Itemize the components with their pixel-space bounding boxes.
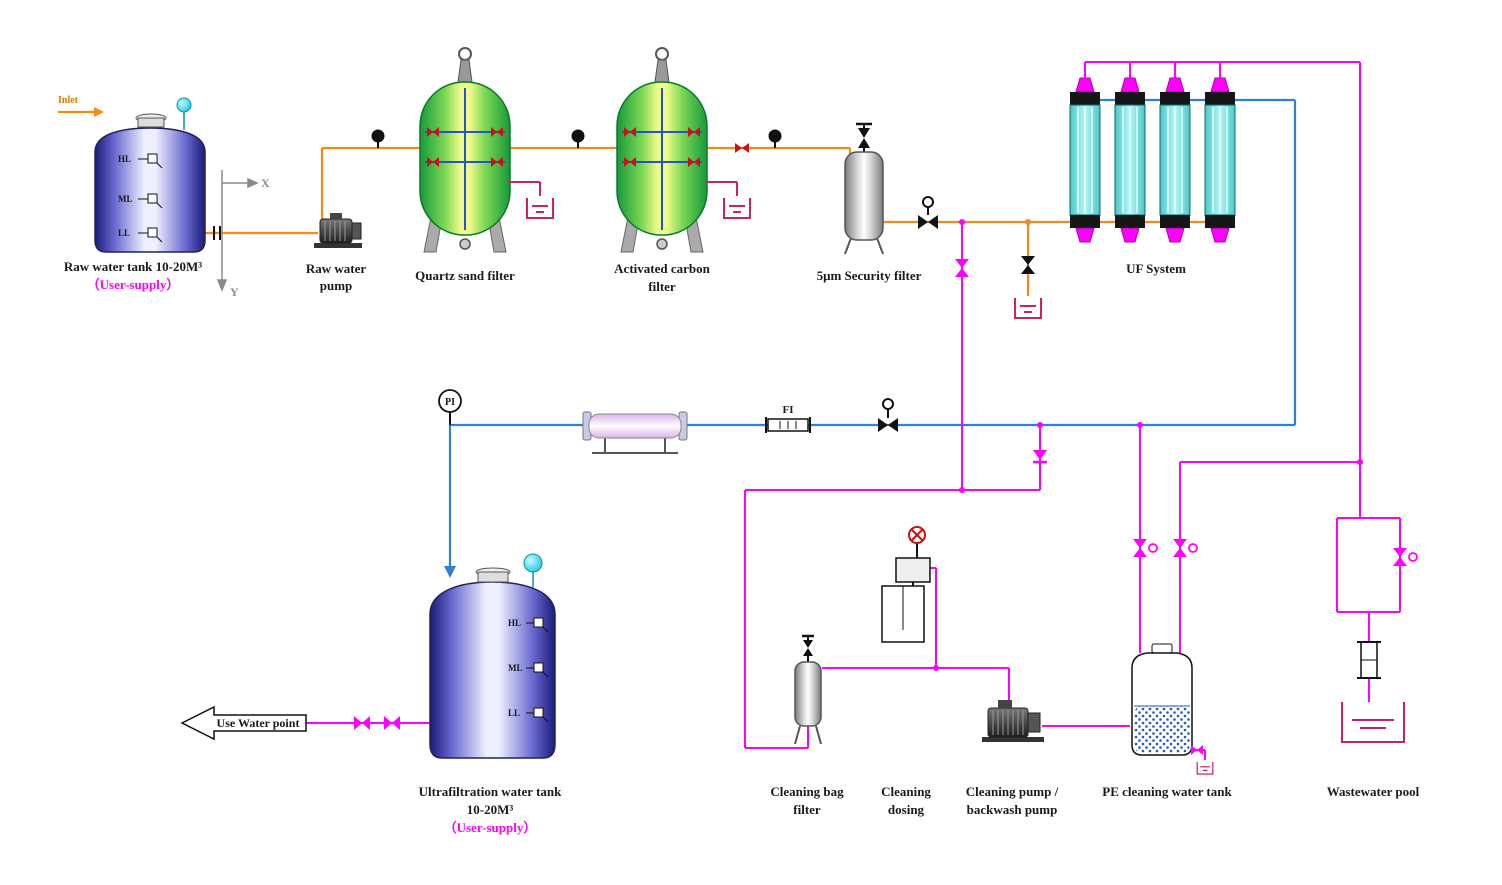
pe-drain-pit [1196, 761, 1214, 775]
sample-valve [735, 143, 749, 153]
drain-pit [1014, 297, 1042, 319]
uv-sterilizer [582, 411, 688, 454]
water-fill [1134, 706, 1190, 753]
label-wastewater-pool: Wastewater pool [1327, 784, 1420, 799]
check-valve [1033, 450, 1047, 464]
uf-feed-valve [918, 196, 938, 229]
label-cleaning-pump-1: Cleaning pump / [966, 784, 1059, 799]
pipe-junction-dots [933, 219, 1363, 671]
label-inlet: Inlet [58, 95, 79, 106]
label-cleaning-pump-2: backwash pump [967, 802, 1058, 817]
manhole-neck [477, 571, 509, 583]
tank-inlet-arrowhead [444, 566, 456, 578]
label-raw-water-tank: Raw water tank 10-20M³ [64, 259, 202, 274]
security-filter-top-valve [856, 122, 872, 154]
label-security-filter: 5μm Security filter [817, 268, 922, 283]
tank-cap [1151, 643, 1173, 654]
wastewater-pool-symbol [1341, 702, 1405, 743]
cleaning-dosing-unit [881, 526, 931, 643]
use-water-valve-1 [354, 716, 370, 730]
level-switches [526, 617, 549, 723]
level-switches [138, 153, 163, 243]
label-uf-tank-2: 10-20M³ [467, 802, 514, 817]
security-filter [844, 122, 884, 255]
quartz-sand-filter [420, 48, 553, 252]
label-uf-system: UF System [1126, 261, 1186, 276]
uf-module [1159, 77, 1191, 243]
wastewater-valve [1393, 548, 1418, 566]
label-bag-filter-1: Cleaning bag [770, 784, 844, 799]
pi-gauge: PI [438, 389, 462, 425]
dosing-agitator-motor-icon [908, 526, 926, 544]
manhole-neck [137, 117, 165, 128]
orange-junction-dot [1025, 219, 1031, 225]
inlet-arrowhead [94, 107, 104, 117]
dosing-pump-head [895, 557, 931, 583]
ultrafiltration-water-tank: HL ML LL [429, 553, 556, 759]
pe-drain-valve [1191, 745, 1203, 755]
float-ball-icon [176, 97, 192, 113]
level-label-hl: HL [508, 618, 521, 628]
float-ball-icon [523, 553, 543, 573]
level-label-ml: ML [118, 194, 133, 204]
label-raw-water-pump-1: Raw water [306, 261, 367, 276]
cleaning-backwash-pump [982, 700, 1044, 742]
activated-carbon-filter [617, 48, 750, 252]
label-activated-carbon-1: Activated carbon [614, 261, 710, 276]
label-dosing-1: Cleaning [881, 784, 931, 799]
uf-system [1069, 77, 1236, 243]
level-label-ll: LL [118, 228, 130, 238]
label-use-water-point: Use Water point [217, 716, 300, 730]
label-uf-tank-user-supply: （User-supply） [444, 820, 537, 835]
use-water-point-arrow: Use Water point [180, 705, 307, 741]
uf-module [1069, 77, 1101, 243]
label-pe-tank: PE cleaning water tank [1102, 784, 1232, 799]
drain-valve [1021, 256, 1035, 274]
level-label-hl: HL [118, 154, 131, 164]
level-label-ll: LL [508, 708, 520, 718]
level-label-ml: ML [508, 663, 523, 673]
permeate-valve [878, 398, 898, 432]
uf-module [1204, 77, 1236, 243]
label-activated-carbon-2: filter [648, 279, 676, 294]
raw-water-tank: HL ML LL [94, 97, 206, 253]
label-quartz-sand-filter: Quartz sand filter [415, 268, 515, 283]
pressure-gauges [371, 129, 782, 148]
label-bag-filter-2: filter [793, 802, 821, 817]
outlet-flanges [213, 226, 221, 240]
label-raw-tank-user-supply: （User-supply） [87, 277, 180, 292]
coordinate-axes [216, 170, 259, 293]
use-water-valve-2 [384, 716, 400, 730]
label-pi: PI [445, 397, 455, 408]
raw-water-pump [314, 213, 362, 248]
label-dosing-2: dosing [888, 802, 925, 817]
label-axis-y: Y [230, 285, 239, 299]
fi-flow-meter: FI [765, 404, 811, 433]
rotameter [1357, 641, 1381, 679]
label-raw-water-pump-2: pump [320, 278, 353, 293]
pe-fill-valve-1 [1133, 539, 1158, 557]
uf-module [1114, 77, 1146, 243]
pe-cleaning-water-tank [1131, 643, 1214, 775]
backwash-check-valve [955, 259, 969, 277]
cleaning-bag-filter [794, 634, 822, 745]
label-uf-tank-1: Ultrafiltration water tank [419, 784, 563, 799]
pe-fill-valve-2 [1173, 539, 1198, 557]
label-fi: FI [783, 404, 794, 416]
label-axis-x: X [261, 176, 270, 190]
